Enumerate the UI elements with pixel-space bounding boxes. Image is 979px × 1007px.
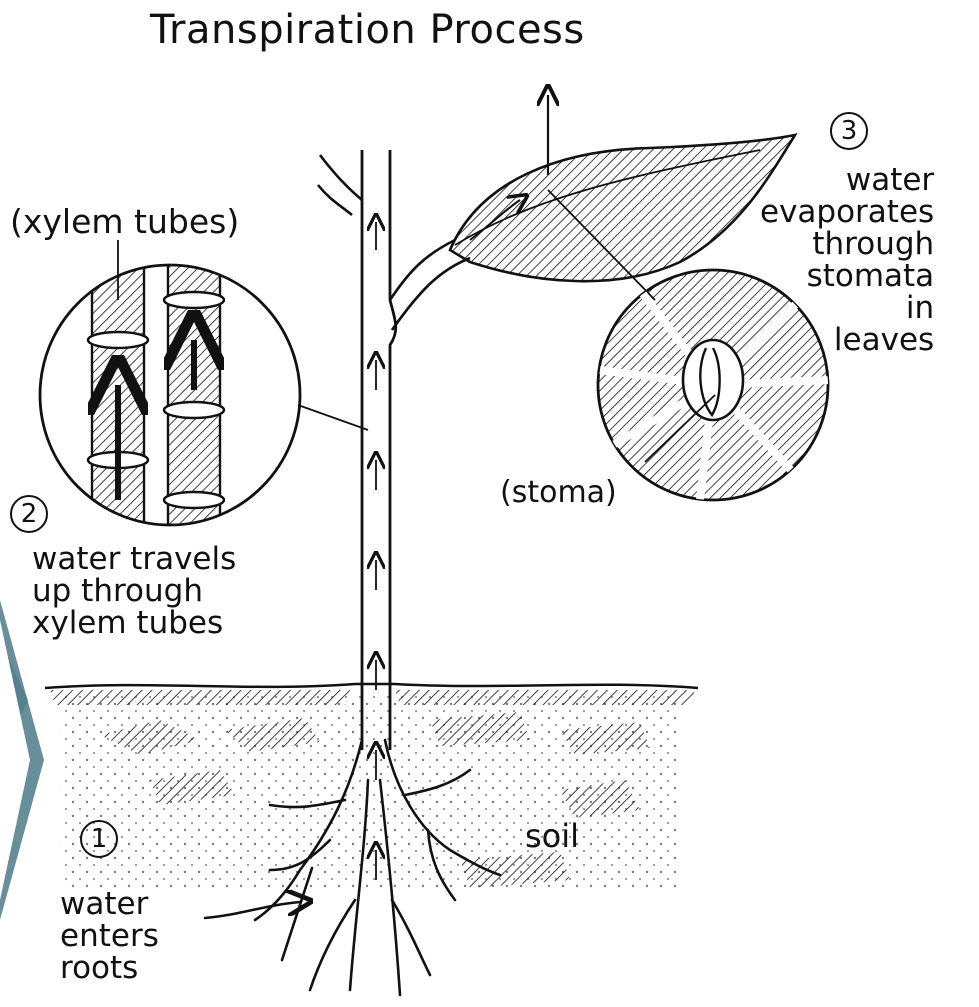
- leaf: [450, 95, 795, 300]
- xylem-callout-line: [298, 405, 368, 430]
- soil-hatch-top-right: [395, 690, 695, 705]
- step-1-number: 1: [80, 820, 118, 858]
- diagram-title: Transpiration Process: [150, 10, 585, 50]
- step-2-number: 2: [10, 495, 48, 533]
- xylem-zoom: [40, 240, 368, 550]
- step-3-text: water evaporates through stomata in leav…: [760, 164, 934, 356]
- step-1-text: water enters roots: [60, 888, 159, 984]
- stoma-label: (stoma): [500, 478, 617, 508]
- soil-label: soil: [525, 820, 579, 852]
- soil: [45, 684, 698, 892]
- soil-hatch-top-left: [50, 690, 350, 705]
- xylem-tubes-label: (xylem tubes): [10, 205, 239, 238]
- ground-line: [45, 684, 698, 688]
- step-3-number: 3: [830, 112, 868, 150]
- step-2-text: water travels up through xylem tubes: [32, 543, 236, 639]
